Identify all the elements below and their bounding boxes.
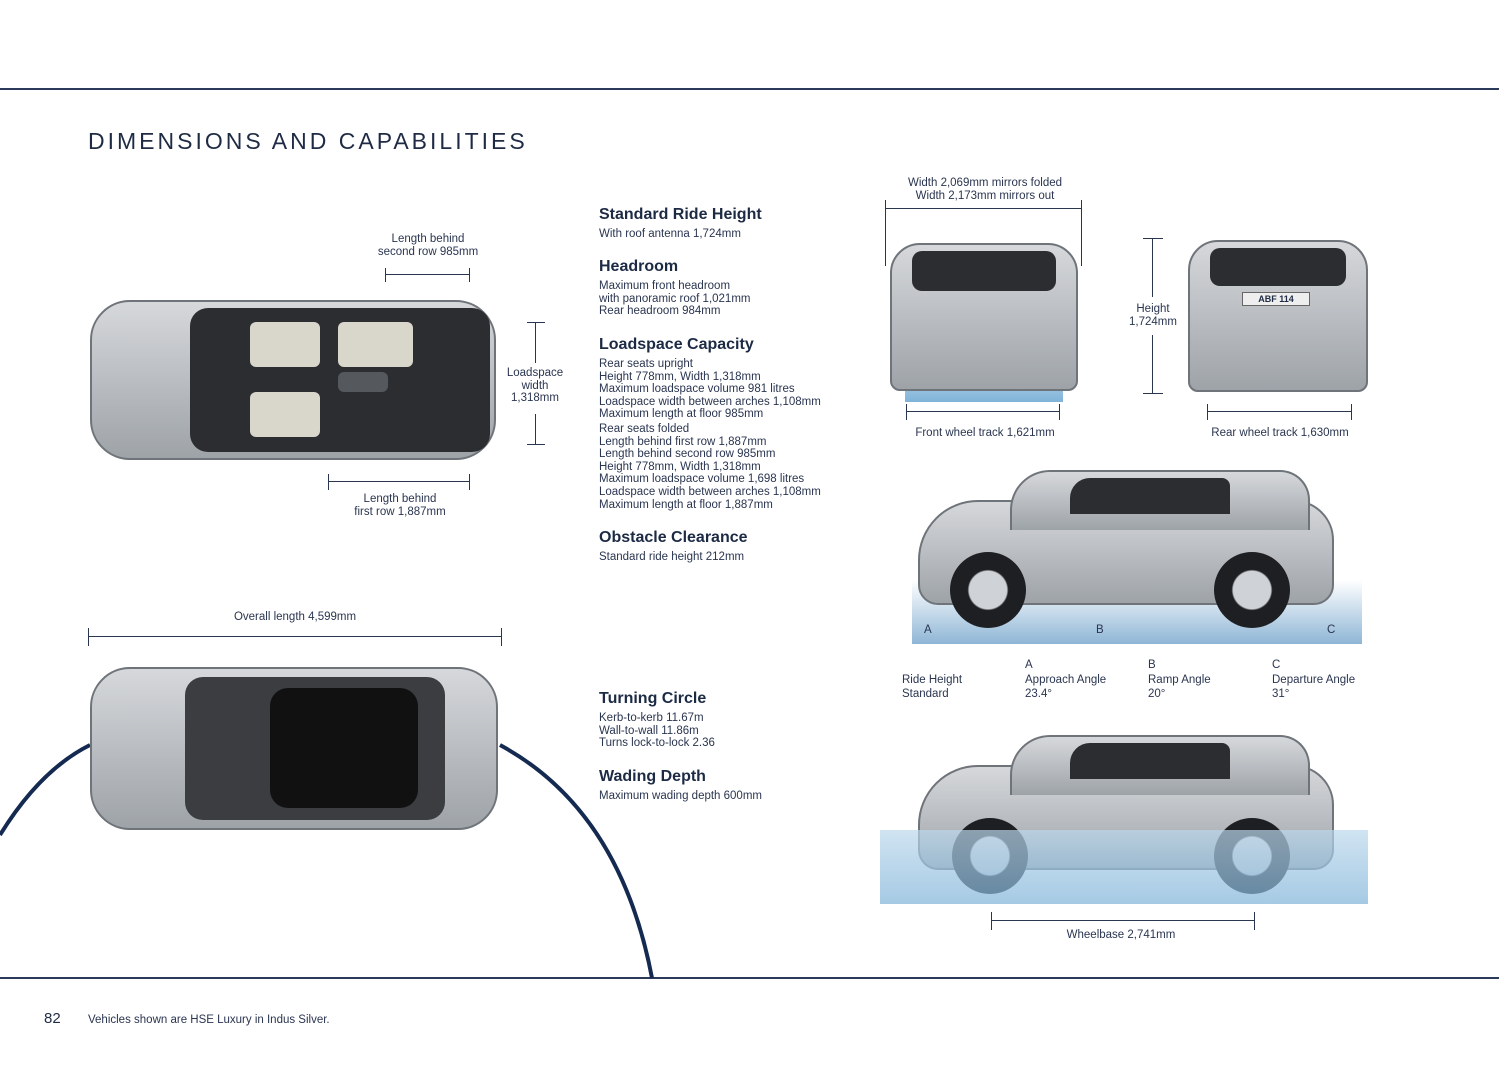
car-rear-view: ABF 114	[1188, 240, 1368, 392]
dim-first-row	[328, 474, 470, 490]
marker-a: A	[924, 624, 932, 636]
marker-c: C	[1327, 624, 1336, 636]
label-rear-track: Rear wheel track 1,630mm	[1211, 427, 1349, 439]
label-wheelbase: Wheelbase 2,741mm	[1066, 929, 1176, 941]
page-title: DIMENSIONS AND CAPABILITIES	[88, 128, 528, 154]
dim-second-row	[385, 268, 470, 282]
label-front-track: Front wheel track 1,621mm	[915, 427, 1055, 439]
page-number: 82	[44, 1010, 61, 1027]
dim-height	[1143, 238, 1163, 394]
car-front-view	[890, 243, 1078, 391]
top-rule	[0, 88, 1499, 90]
bottom-rule	[0, 977, 1499, 979]
marker-b: B	[1096, 624, 1104, 636]
dim-loadspace-width	[527, 322, 545, 445]
number-plate: ABF 114	[1242, 292, 1310, 306]
dim-rear-track	[1207, 404, 1352, 420]
dim-front-track	[906, 404, 1060, 420]
dim-overall-length	[88, 628, 502, 646]
dim-width	[885, 200, 1082, 266]
turning-circle-arc	[0, 743, 654, 979]
footer-note: Vehicles shown are HSE Luxury in Indus S…	[88, 1014, 330, 1026]
label-overall-length: Overall length 4,599mm	[233, 611, 357, 623]
dim-wheelbase	[991, 912, 1255, 930]
